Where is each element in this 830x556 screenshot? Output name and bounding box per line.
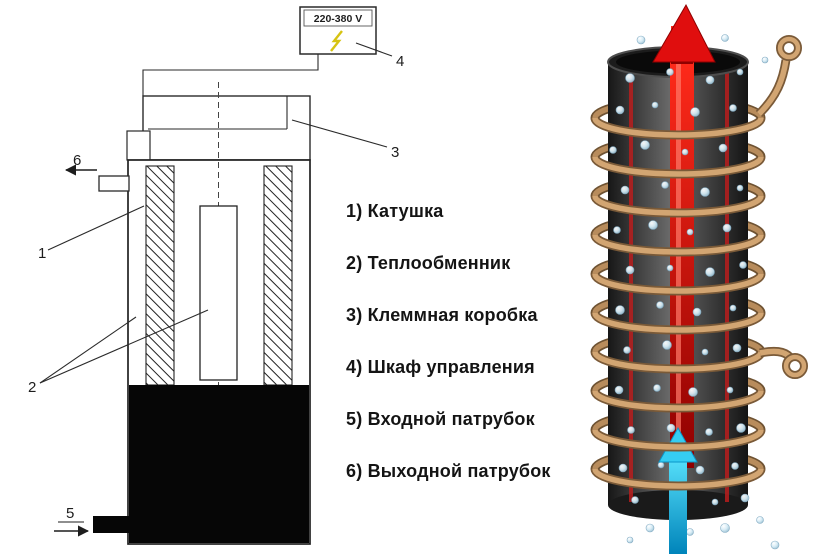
power-wire — [142, 54, 319, 96]
callout-1: 1 — [38, 245, 46, 262]
lightning-icon — [330, 30, 343, 52]
schematic-drawing: 220-380 V 6 — [28, 6, 404, 545]
legend-item: 2) Теплообменник — [346, 253, 511, 273]
callout-4: 4 — [396, 53, 404, 70]
legend-item: 3) Клеммная коробка — [346, 305, 538, 325]
hot-flow-stripe — [670, 58, 694, 468]
legend-item: 1) Катушка — [346, 201, 444, 221]
liquid-fill — [129, 385, 309, 543]
legend-item: 6) Выходной патрубок — [346, 461, 551, 481]
outlet-pipe: 6 — [64, 152, 130, 192]
inlet-pipe: 5 — [54, 505, 130, 537]
heat-exchanger-tube — [199, 205, 238, 381]
callout-heat-exchanger: 2 — [28, 309, 209, 396]
coil-lead-bottom — [759, 346, 808, 379]
hot-outlet-arrow — [652, 3, 716, 64]
callout-6: 6 — [73, 152, 81, 169]
legend-item: 4) Шкаф управления — [346, 357, 535, 377]
coil-right-section — [263, 165, 293, 386]
terminal-box — [126, 95, 311, 161]
vessel-body — [127, 82, 311, 545]
cut-edge-left — [629, 64, 633, 502]
voltage-label: 220-380 V — [314, 13, 362, 25]
bubbles — [609, 34, 780, 550]
callout-3: 3 — [391, 144, 399, 161]
control-cabinet: 220-380 V — [299, 6, 377, 55]
callout-2: 2 — [28, 379, 36, 396]
cut-edge-right — [725, 64, 729, 502]
callout-terminal-box: 3 — [291, 119, 399, 161]
induction-coil-front — [590, 117, 766, 491]
callout-control-cabinet: 4 — [355, 42, 404, 70]
callout-coil: 1 — [38, 205, 145, 262]
coil-left-section — [145, 165, 175, 386]
legend-list: 1) Катушка 2) Теплообменник 3) Клеммная … — [346, 202, 551, 481]
coil-lead-top — [755, 35, 802, 118]
legend-item: 5) Входной патрубок — [346, 409, 535, 429]
induction-coil-render — [590, 3, 808, 554]
callout-5: 5 — [66, 505, 74, 522]
